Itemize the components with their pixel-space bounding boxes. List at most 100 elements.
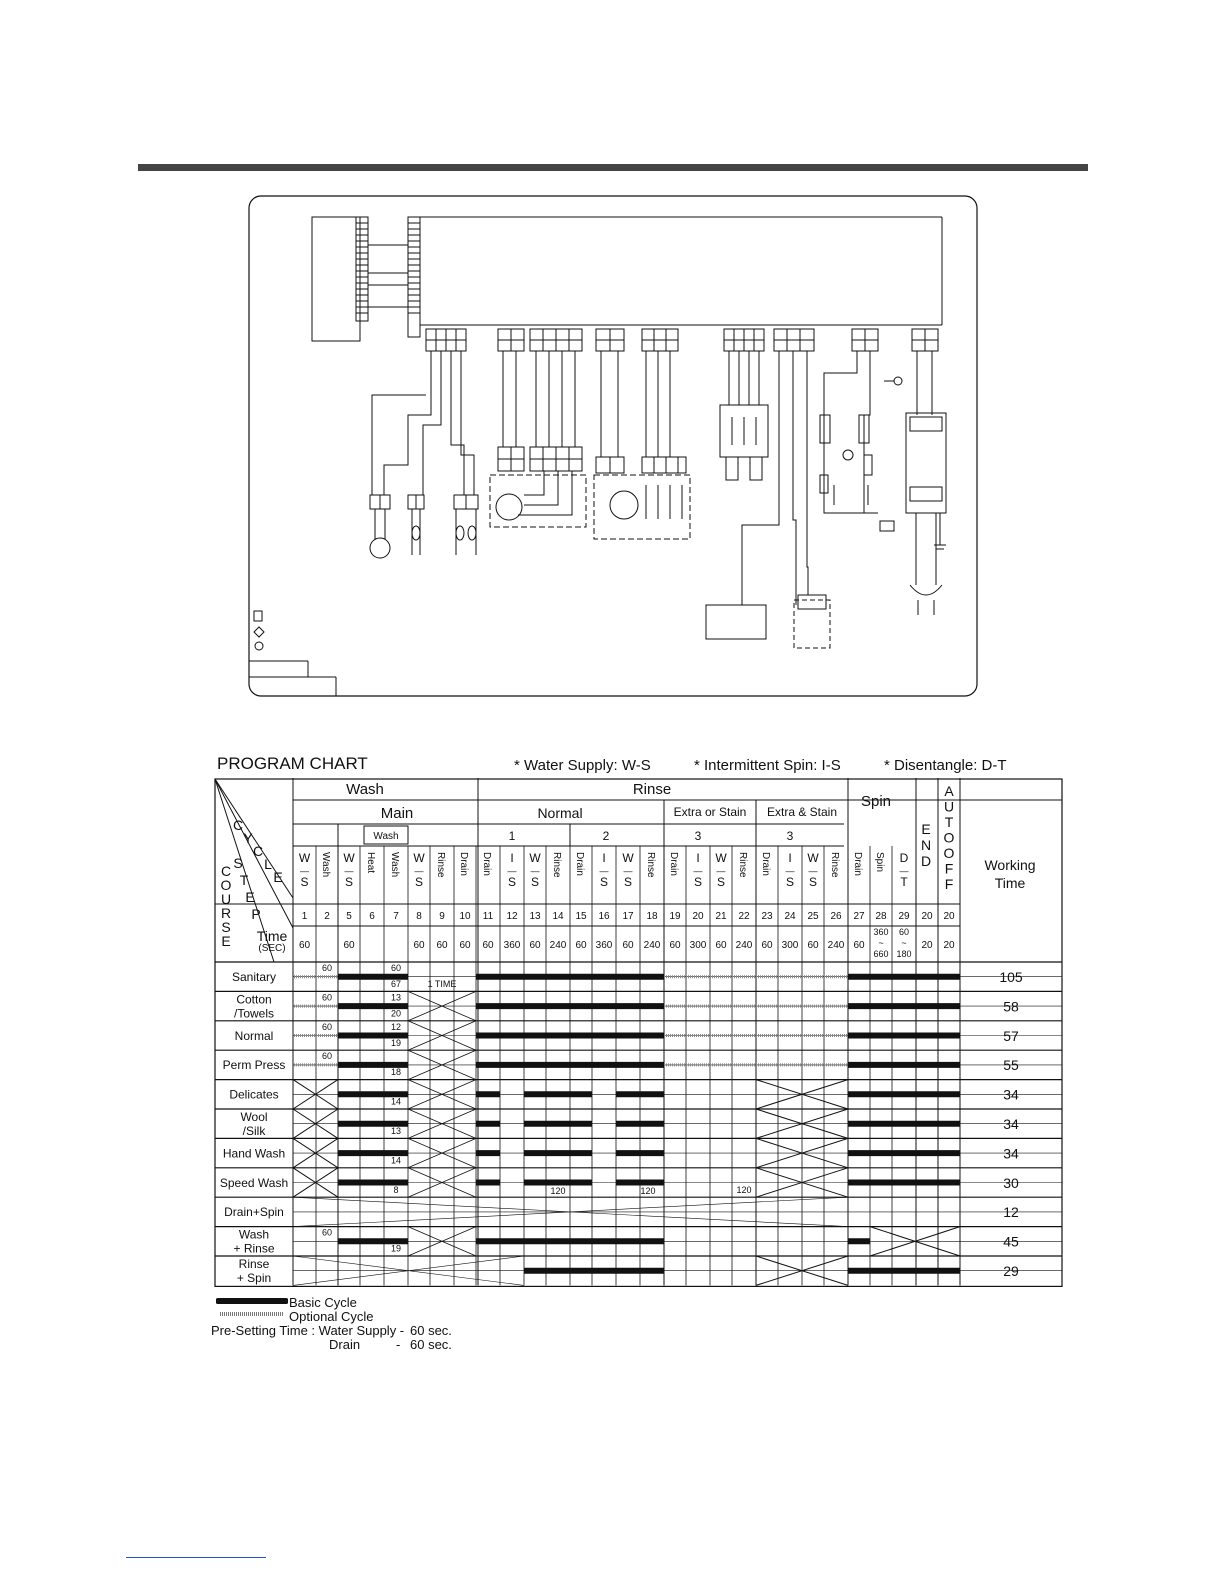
- course-name: Delicates: [229, 1088, 278, 1102]
- legend-basic-label: Basic Cycle: [289, 1295, 357, 1310]
- subgroup-extra-or-stain: Extra or Stain: [674, 805, 747, 819]
- corner-cycle-letter: E: [273, 869, 282, 885]
- corner-course-letter: S: [221, 919, 230, 935]
- time-value: 60: [529, 940, 541, 951]
- step-label: Rinse: [435, 852, 446, 878]
- step-label: —: [900, 866, 909, 876]
- note-water-supply: * Water Supply: W-S: [514, 757, 651, 774]
- step-number: 17: [622, 911, 634, 922]
- time-value: 360: [504, 940, 521, 951]
- not-applicable-cross: [407, 1049, 477, 1080]
- rinse-number: 1: [509, 829, 516, 843]
- step-label: S: [694, 875, 702, 889]
- time-value: 60: [899, 927, 909, 937]
- corner-diagonal: [214, 778, 275, 963]
- not-applicable-cross: [407, 1167, 477, 1198]
- time-value: 60: [761, 940, 773, 951]
- time-value: 300: [782, 940, 799, 951]
- step-number: 11: [483, 911, 494, 922]
- step-number: 18: [646, 911, 658, 922]
- step-label: —: [600, 866, 609, 876]
- course-rinse-time: 120: [736, 1185, 751, 1195]
- not-applicable-cross: [407, 1108, 477, 1139]
- corner-course-letter: O: [221, 877, 232, 893]
- working-time-label: Working: [984, 857, 1035, 873]
- not-applicable-cross: [292, 1255, 525, 1286]
- step-label: Heat: [365, 852, 376, 873]
- corner-time-label: Time: [257, 928, 288, 944]
- step-label: —: [624, 866, 633, 876]
- not-applicable-cross: [292, 1137, 339, 1169]
- step-label: —: [694, 866, 703, 876]
- not-applicable-cross: [755, 1167, 849, 1198]
- course-wash-time: 18: [391, 1067, 401, 1077]
- step-label: —: [300, 866, 309, 876]
- step-number: 29: [898, 911, 910, 922]
- not-applicable-cross: [407, 1079, 477, 1110]
- course-wash-note: 60: [322, 1051, 332, 1061]
- step-number: 24: [784, 911, 796, 922]
- step-number: 25: [807, 911, 819, 922]
- wiring-diagram: [248, 195, 978, 697]
- step-label: S: [717, 875, 725, 889]
- step-number: 5: [346, 911, 352, 922]
- chart-border: [214, 778, 1063, 1287]
- step-label: —: [809, 866, 818, 876]
- step-number: 10: [459, 911, 471, 922]
- step-label: S: [531, 875, 539, 889]
- step-label: —: [786, 866, 795, 876]
- step-number: 27: [853, 911, 865, 922]
- step-number: 6: [369, 911, 375, 922]
- course-extra: 1 TIME: [428, 979, 457, 989]
- time-value: 360: [873, 927, 888, 937]
- time-value: 240: [736, 940, 753, 951]
- step-label: Drain: [760, 852, 771, 876]
- not-applicable-cross: [407, 991, 477, 1022]
- footer-line: [126, 1557, 266, 1558]
- step-number: 12: [506, 911, 518, 922]
- step-label: S: [809, 875, 817, 889]
- subgroup-extra-and-stain: Extra & Stain: [767, 805, 837, 819]
- rinse-number: 2: [603, 829, 610, 843]
- corner-course-letter: U: [221, 891, 231, 907]
- course-name: Speed Wash: [220, 1176, 288, 1190]
- group-end-letter: E: [921, 821, 930, 837]
- wash-sub-label: Wash: [373, 831, 398, 842]
- time-value: ~: [901, 938, 906, 948]
- group-auto-off-letter: O: [944, 845, 955, 861]
- group-auto-off-letter: U: [944, 799, 954, 815]
- step-label: D: [900, 851, 909, 865]
- course-wash-time: 60: [391, 963, 401, 973]
- step-number: 26: [830, 911, 842, 922]
- step-label: Drain: [574, 852, 585, 876]
- course-wash-note: 60: [322, 963, 332, 973]
- step-label: S: [415, 875, 423, 889]
- step-label: W: [343, 851, 355, 865]
- subgroup-normal: Normal: [537, 805, 582, 821]
- time-value: 360: [596, 940, 613, 951]
- step-number: 22: [738, 911, 750, 922]
- step-label: Drain: [668, 852, 679, 876]
- group-spin: Spin: [861, 793, 891, 810]
- course-working-time: 45: [1003, 1234, 1019, 1250]
- presetting-drain-label: Drain: [329, 1337, 361, 1352]
- not-applicable-cross: [755, 1137, 849, 1169]
- step-number: 2: [324, 911, 330, 922]
- course-wash-time: 14: [391, 1155, 401, 1165]
- group-end-letter: N: [921, 837, 931, 853]
- step-number: 13: [529, 911, 541, 922]
- not-applicable-cross: [755, 1108, 849, 1139]
- course-wash-time: 13: [391, 992, 401, 1002]
- course-name: + Spin: [237, 1271, 271, 1285]
- step-number: 21: [715, 911, 727, 922]
- step-label: Drain: [481, 852, 492, 876]
- course-working-time: 34: [1003, 1087, 1019, 1103]
- time-value: 20: [921, 940, 933, 951]
- group-auto-off-letter: O: [944, 830, 955, 846]
- course-wash-time: 20: [391, 1008, 401, 1018]
- group-auto-off-letter: T: [945, 814, 954, 830]
- step-label: Rinse: [829, 852, 840, 878]
- not-applicable-cross: [407, 1138, 477, 1169]
- group-auto-off-letter: F: [945, 861, 954, 877]
- step-label: W: [622, 851, 634, 865]
